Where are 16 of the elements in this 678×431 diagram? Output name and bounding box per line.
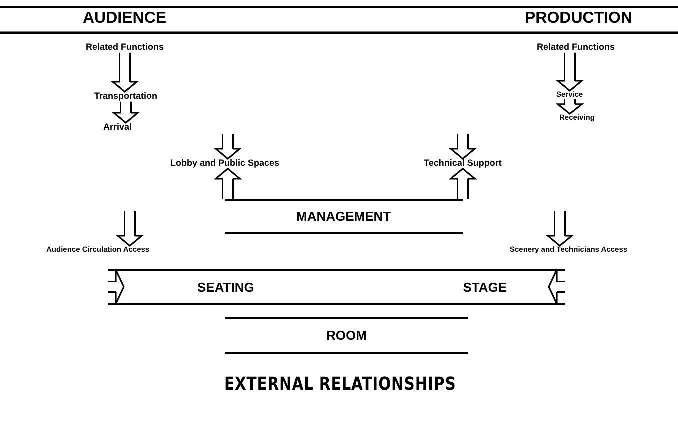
function-label: Transportation — [94, 92, 158, 102]
seating-stage-band — [124, 269, 549, 305]
room-band — [225, 317, 468, 354]
band-label: ROOM — [326, 328, 367, 343]
heading: PRODUCTION — [525, 10, 633, 28]
space-label: Lobby and Public Spaces — [170, 159, 280, 169]
function-label: Related Functions — [537, 43, 616, 53]
management-band — [225, 199, 463, 234]
function-label: Arrival — [104, 123, 132, 133]
band-label: STAGE — [463, 280, 508, 294]
heading: AUDIENCE — [83, 10, 167, 28]
band-label: SEATING — [198, 280, 254, 294]
space-label: Technical Support — [424, 159, 502, 169]
diagram-title: EXTERNAL RELATIONSHIPS — [224, 374, 456, 395]
band-label: MANAGEMENT — [296, 209, 392, 224]
function-label: Related Functions — [86, 43, 164, 53]
